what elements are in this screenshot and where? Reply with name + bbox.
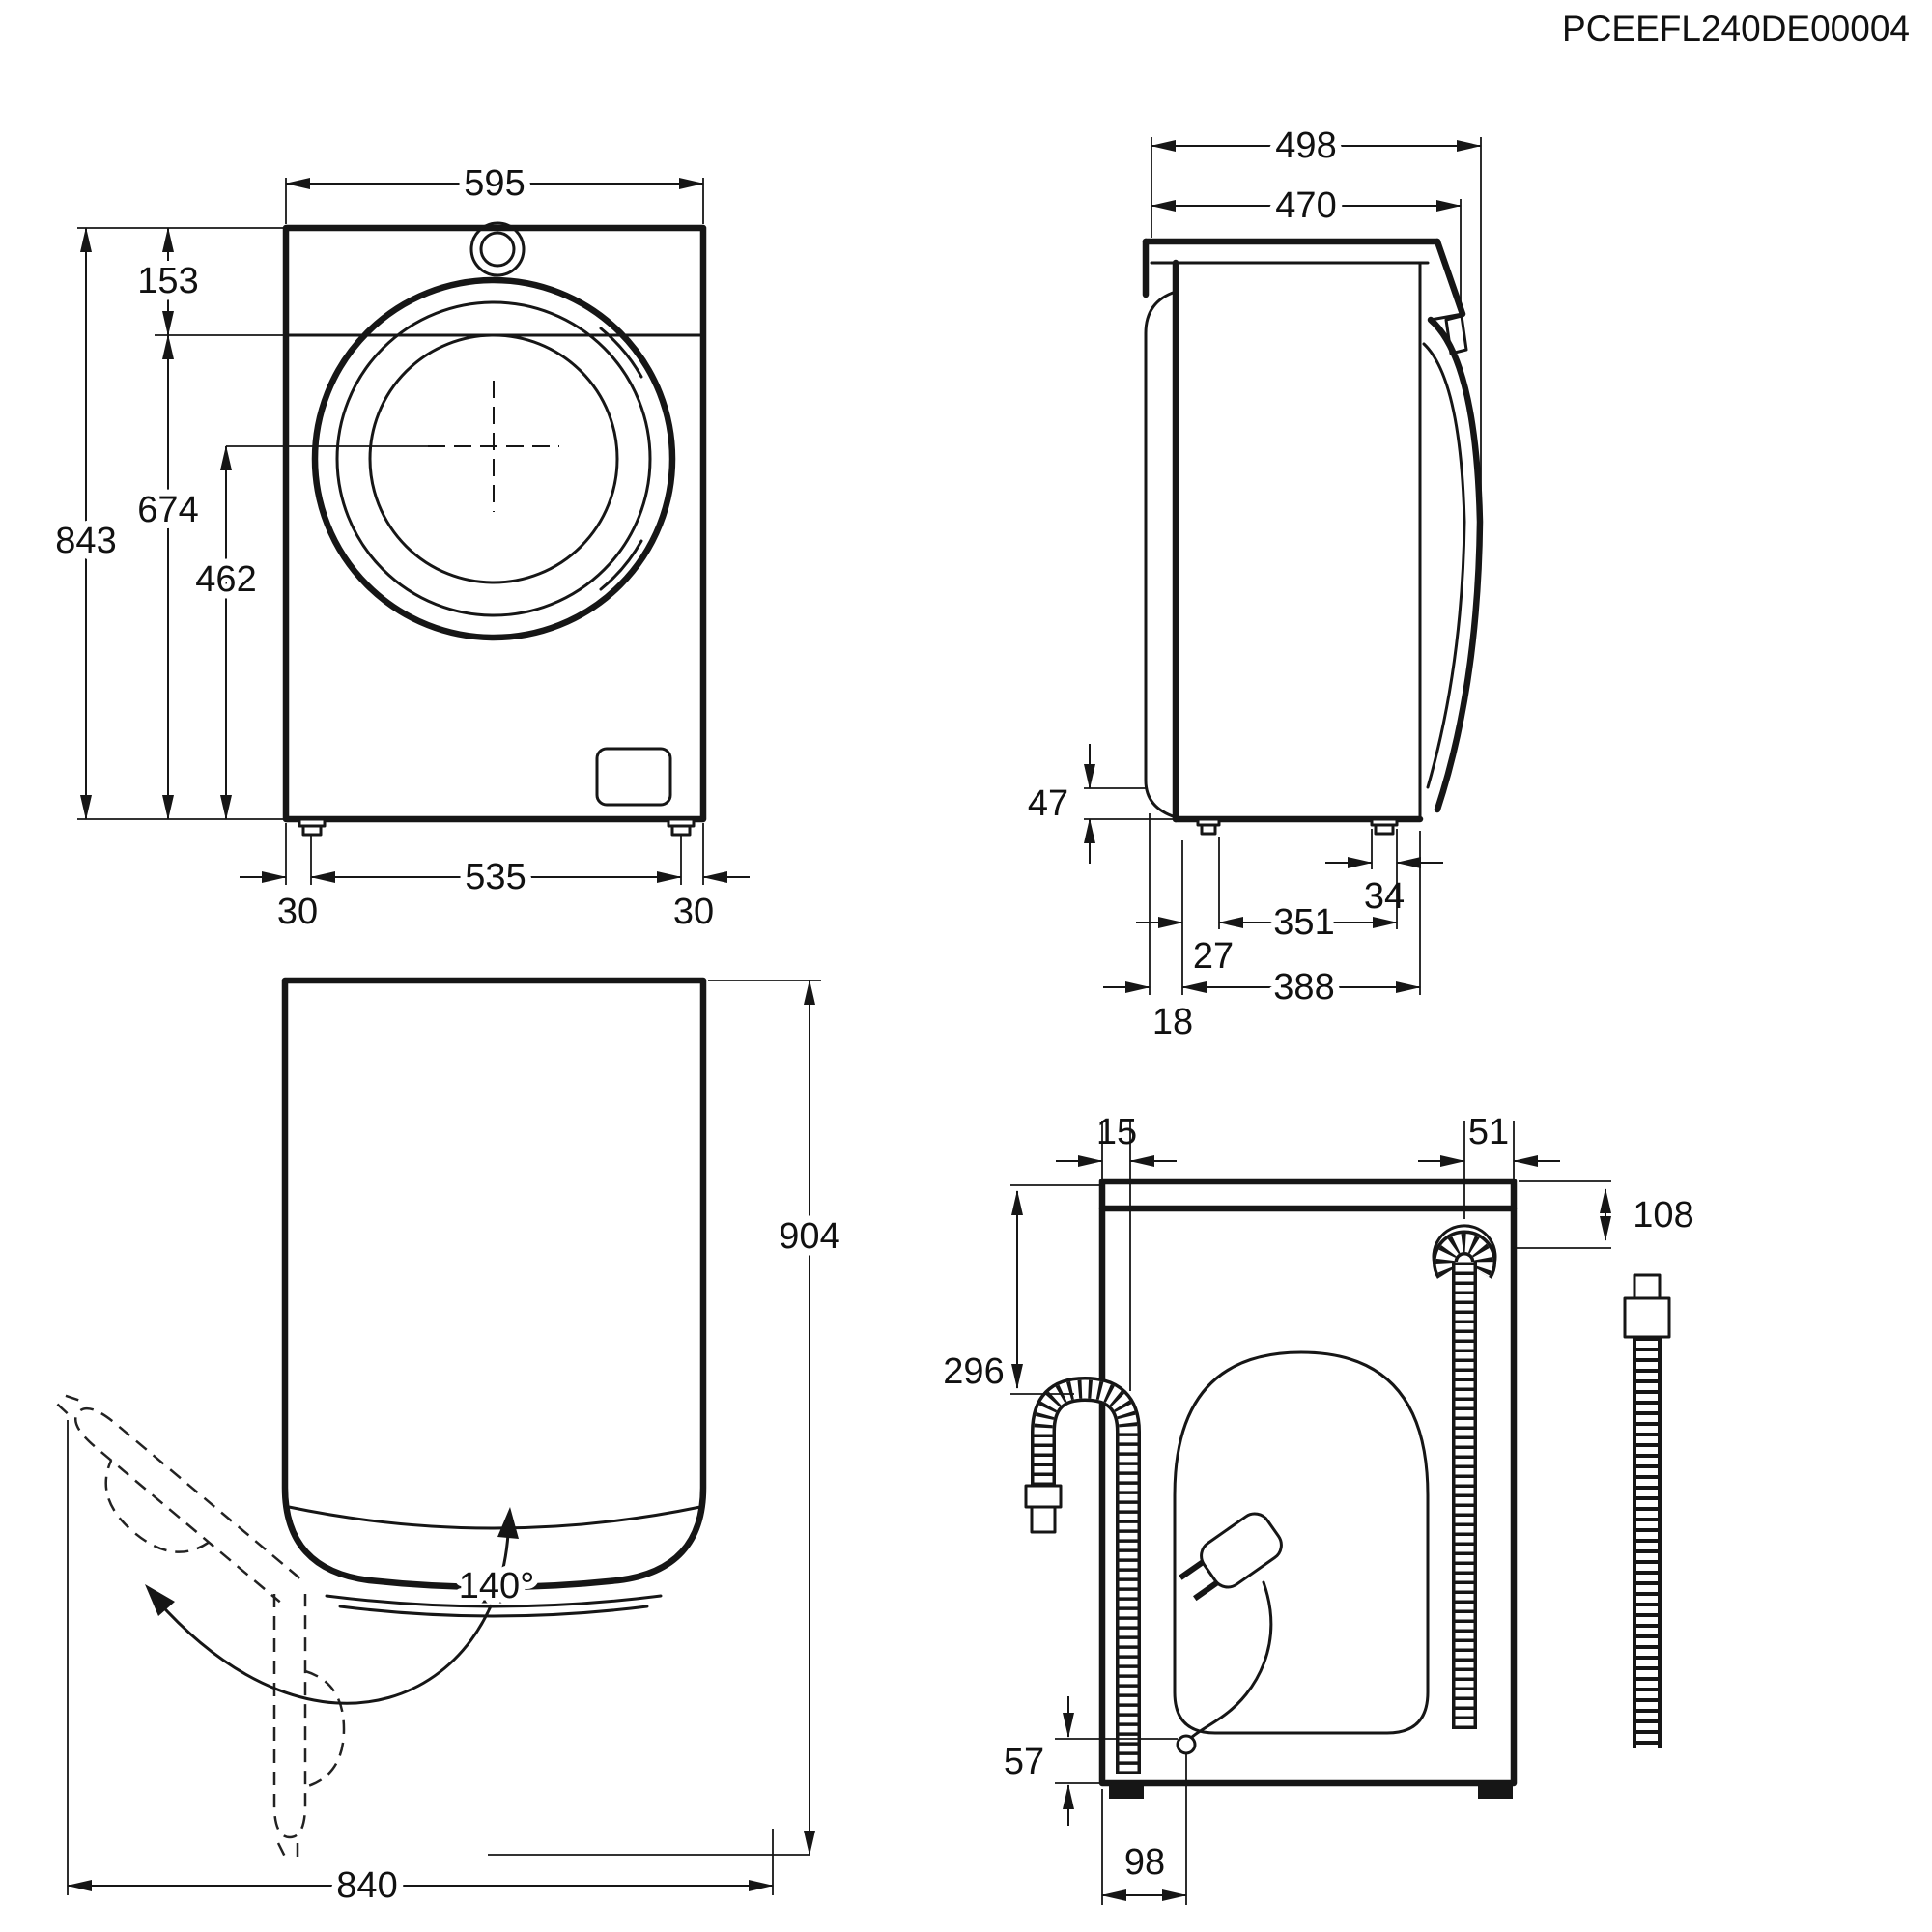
dim-open-depth: 904 <box>779 1216 839 1257</box>
control-knob-icon <box>469 221 526 277</box>
dim-drain-offset: 15 <box>1096 1112 1137 1152</box>
side-feet <box>1196 817 1399 836</box>
dim-body-depth: 470 <box>1275 185 1336 226</box>
door-edge-inner <box>338 1605 649 1618</box>
door-swing-arc <box>155 1532 510 1705</box>
dim-side-feet-spacing: 351 <box>1273 902 1334 943</box>
top-front-seam <box>287 1505 702 1530</box>
part-code: PCEEFL240DE00004 <box>1562 9 1910 48</box>
dim-panel-height: 153 <box>137 261 198 301</box>
drain-hose <box>1024 1389 1128 1774</box>
drain-hose-fitting <box>1024 1484 1063 1509</box>
dim-open-width: 840 <box>336 1865 397 1906</box>
inlet-hose-connector <box>1633 1273 1662 1300</box>
dim-rear-recess: 27 <box>1193 936 1234 977</box>
rear-right-foot <box>1478 1783 1513 1799</box>
top-cabinet-outline <box>281 977 707 1591</box>
dim-base-depth: 388 <box>1273 967 1334 1008</box>
power-cable <box>1185 1580 1273 1747</box>
control-knob-inner <box>479 231 516 268</box>
door-outer-ring <box>311 276 676 641</box>
dim-total-depth: 498 <box>1275 126 1336 166</box>
dim-front-total-height: 843 <box>55 521 116 561</box>
rear-emboss-panel <box>1173 1350 1430 1735</box>
inlet-hose-rear <box>1432 1224 1497 1729</box>
dim-base-clearance: 47 <box>1028 783 1068 824</box>
dim-right-foot-offset: 30 <box>673 892 714 932</box>
dim-front-width: 595 <box>464 163 525 204</box>
door-profile-inner <box>1422 342 1466 789</box>
door-open-140 <box>53 1392 301 1604</box>
rear-cabinet-outline <box>1098 1178 1518 1787</box>
rear-view: 15 51 108 296 57 98 <box>943 1112 1694 1905</box>
dim-drain-drop: 296 <box>943 1351 1004 1392</box>
dim-rear-projection: 18 <box>1152 1002 1193 1042</box>
drain-filter-flap <box>595 747 672 807</box>
dim-drum-center: 462 <box>195 559 256 600</box>
rear-left-foot <box>1109 1783 1144 1799</box>
door-edge-outer <box>325 1594 663 1608</box>
cable-outlet <box>1176 1734 1197 1755</box>
door-profile-outer <box>1427 316 1484 813</box>
side-view: 498 470 47 34 351 27 388 18 <box>1028 119 1484 1042</box>
door-handle-notch-top <box>599 327 643 379</box>
dim-panel-to-bottom: 674 <box>137 490 198 530</box>
drum-center-crosshair <box>428 381 559 512</box>
rear-hose-cover <box>1144 290 1178 819</box>
front-cabinet-outline <box>282 224 707 823</box>
door-glass <box>368 333 619 584</box>
dim-door-angle: 140° <box>459 1566 535 1606</box>
door-mid-ring <box>335 300 652 617</box>
dim-inlet-offset: 51 <box>1468 1112 1509 1152</box>
dim-inlet-top-drop: 108 <box>1633 1195 1693 1236</box>
dim-left-foot-offset: 30 <box>277 892 318 932</box>
dim-cable-offset: 98 <box>1124 1842 1165 1883</box>
dim-rear-foot-width: 34 <box>1364 876 1405 917</box>
dim-cable-height: 57 <box>1004 1742 1044 1782</box>
dim-feet-spacing: 535 <box>465 857 526 897</box>
power-plug <box>1179 1512 1283 1602</box>
front-view: 595 843 153 674 462 535 30 30 <box>48 156 750 932</box>
front-feet <box>298 817 696 837</box>
inlet-hose-outside <box>1623 1273 1671 1748</box>
door-handle-notch-bottom <box>599 539 643 591</box>
top-view: 140° 840 904 <box>53 977 847 1913</box>
door-open-90 <box>272 1594 346 1860</box>
